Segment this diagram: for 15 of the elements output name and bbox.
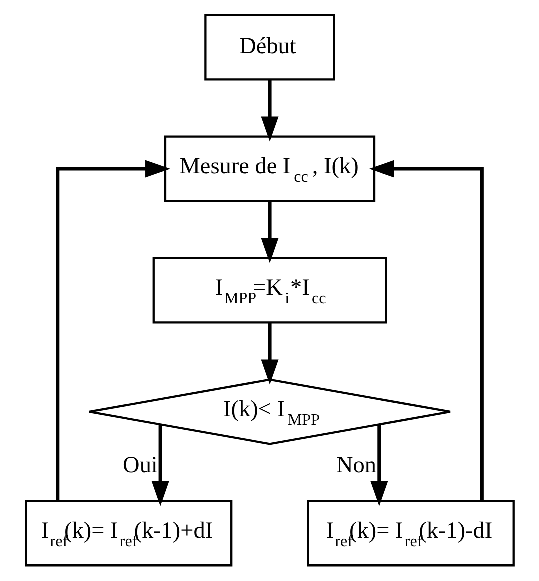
arrow — [56, 160, 170, 502]
arrow — [151, 424, 169, 506]
node-box: I$_{ref}$(k)= I$_{ref}$(k-1)-dI — [306, 500, 514, 567]
node-box: Début — [204, 14, 335, 81]
node-box: Mesure de I$_{cc}$ , I(k) — [164, 136, 376, 202]
arrow — [370, 424, 388, 506]
arrow — [260, 80, 278, 142]
arrow — [260, 202, 278, 264]
node-box: I$_{ref}$(k)= I$_{ref}$(k-1)+dI — [24, 500, 232, 567]
arrow — [260, 323, 278, 385]
arrow — [368, 160, 484, 502]
edge-label: Oui — [122, 452, 158, 479]
edge-label: Non — [336, 452, 376, 479]
node-diamond: I(k)< I$_{MPP}$ — [88, 378, 451, 446]
node-box: I$_{MPP}$=K$_{i}$*I$_{cc}$ — [152, 257, 387, 324]
